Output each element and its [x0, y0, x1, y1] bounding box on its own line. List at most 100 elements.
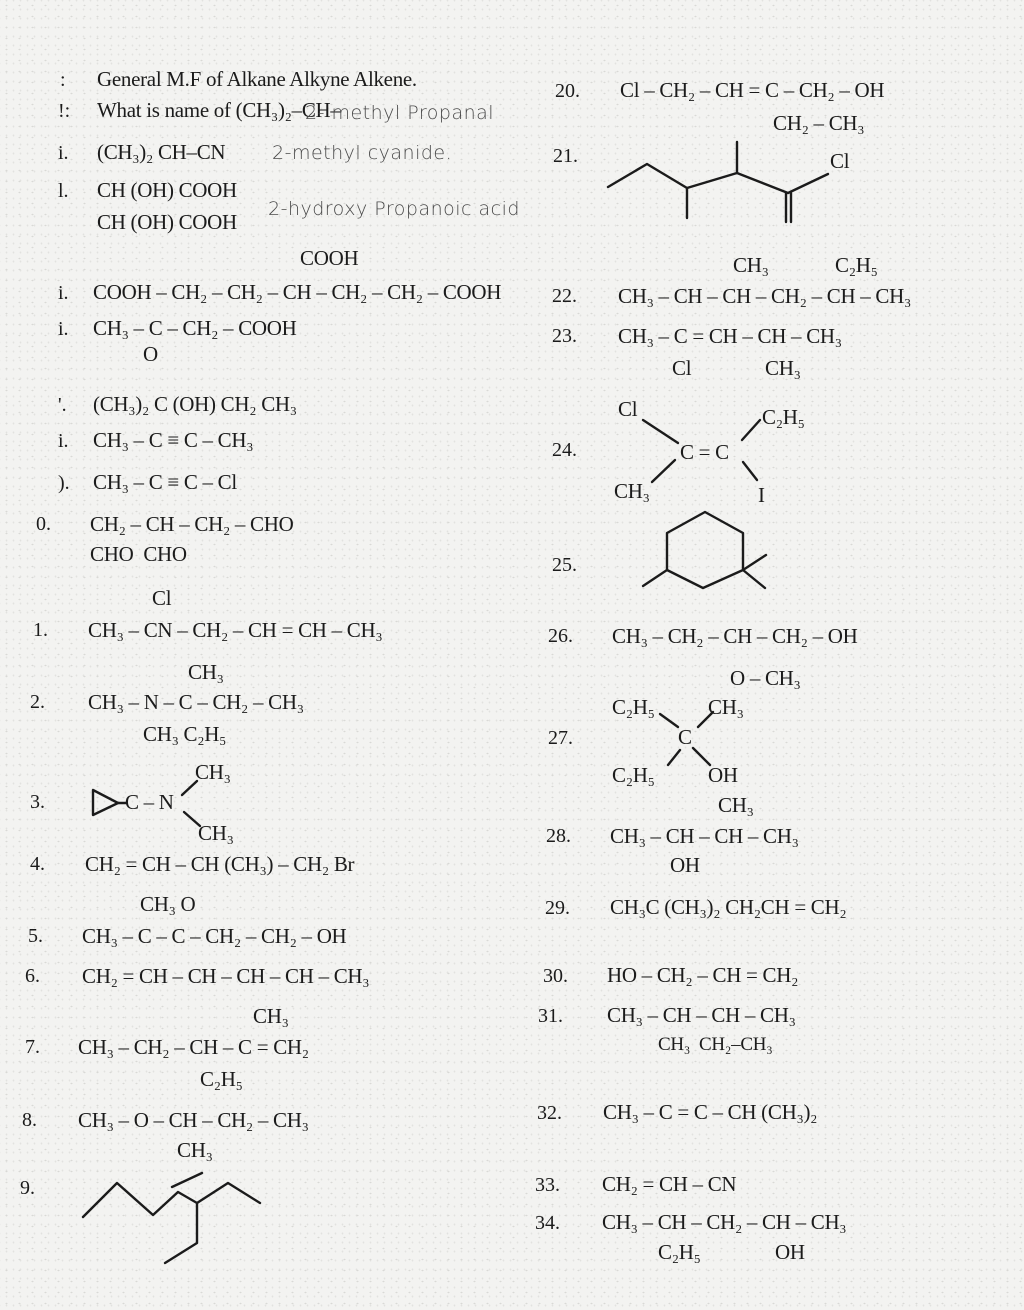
question-number: i.	[58, 318, 69, 340]
atom-label: CH₃	[614, 479, 650, 503]
question-number: 0.	[36, 513, 51, 535]
question-number: !:	[58, 100, 71, 122]
atom-label: CH₃	[708, 695, 744, 719]
formula: (CH₃)₂ CH–CN	[97, 140, 226, 164]
formula: CH₃C (CH₃)₂ CH₂CH = CH₂	[610, 895, 847, 919]
question-number: 3.	[30, 791, 45, 813]
cyclopropyl-ring-q13	[91, 779, 202, 828]
question-number: 32.	[537, 1102, 562, 1124]
formula: CH₃ – C – C – CH₂ – CH₂ – OH	[82, 924, 347, 948]
question-number: 31.	[538, 1005, 563, 1027]
question-number: l.	[58, 180, 69, 202]
substituent: Cl	[152, 586, 172, 610]
substituent: CH₃ O	[140, 892, 196, 916]
formula: CH₃ – CH – CH – CH₂ – CH – CH₃	[618, 284, 911, 308]
question-number: 23.	[552, 325, 577, 347]
question-number: 20.	[555, 80, 580, 102]
question-number: 24.	[552, 439, 577, 461]
atom-label: OH	[708, 763, 738, 787]
question-number: 33.	[535, 1174, 560, 1196]
formula: (CH₃)₂ C (OH) CH₂ CH₃	[93, 392, 297, 416]
formula: CH₂ – CH – CH₂ – CHO	[90, 512, 294, 536]
question-number: i.	[58, 430, 69, 452]
question-number: 28.	[546, 825, 571, 847]
bonds-q24	[641, 418, 762, 484]
formula: CH₃ – CN – CH₂ – CH = CH – CH₃	[88, 618, 383, 642]
question-number: 1.	[33, 619, 48, 641]
question-number: 2.	[30, 691, 45, 713]
formula: CH₃ – C = CH – CH – CH₃	[618, 324, 842, 348]
substituent: C₂H₅	[658, 1240, 701, 1264]
formula: CH₃ – CH – CH – CH₃	[607, 1003, 796, 1027]
question-number: '.	[58, 394, 67, 416]
cyclohexane-ring-q25	[641, 510, 768, 590]
formula: HO – CH₂ – CH = CH₂	[607, 963, 799, 987]
formula: CH₃ – C ≡ C – Cl	[93, 470, 237, 494]
atom-label: C = C	[680, 440, 729, 464]
question-number: 27.	[548, 727, 573, 749]
formula: COOH – CH₂ – CH₂ – CH – CH₂ – CH₂ – COOH	[93, 280, 502, 304]
atom-label: C₂H₅	[612, 695, 655, 719]
substituent: CH₃	[765, 356, 801, 380]
question-title-text: General M.F of Alkane Alkyne Alkene.	[97, 67, 417, 91]
substituent: C₂H₅	[835, 253, 878, 277]
atom-label: C	[678, 725, 692, 749]
question-number: 7.	[25, 1036, 40, 1058]
formula-line: CH (OH) COOH	[97, 210, 237, 234]
substituent: CH₃ CH₂–CH₃	[658, 1034, 773, 1055]
question-number: 4.	[30, 853, 45, 875]
question-number: 6.	[25, 965, 40, 987]
question-number: 29.	[545, 897, 570, 919]
question-number: 30.	[543, 965, 568, 987]
substituent: CH₃	[253, 1004, 289, 1028]
formula-line: CH (OH) COOH	[97, 178, 237, 202]
formula: CH₃ – CH – CH₂ – CH – CH₃	[602, 1210, 847, 1234]
formula: CH₃ – C – CH₂ – COOH	[93, 316, 297, 340]
atom-label: C₂H₅	[762, 405, 805, 429]
formula: CH₃ – O – CH – CH₂ – CH₃	[78, 1108, 309, 1132]
substituent: O	[143, 342, 158, 366]
question-number: i.	[58, 142, 69, 164]
question-text: What is name of (CH₃)₂–CH–	[97, 98, 341, 122]
skeletal-structure-q19	[81, 1171, 262, 1265]
formula: C – N	[125, 790, 174, 814]
formula: CH₃ – C ≡ C – CH₃	[93, 428, 254, 452]
question-number: ).	[58, 472, 70, 494]
substituent: CH₃ C₂H₅	[143, 722, 227, 746]
formula: CH₂ = CH – CN	[602, 1172, 737, 1196]
bonds-q27	[658, 710, 715, 767]
formula: CH₃ – CH₂ – CH – CH₂ – OH	[612, 624, 858, 648]
atom-label: I	[758, 483, 765, 507]
formula: CH₃ – CH₂ – CH – C = CH₂	[78, 1035, 309, 1059]
skeletal-structure-q21	[606, 140, 830, 224]
substituent: CH₃	[718, 793, 754, 817]
atom-label: C₂H₅	[612, 763, 655, 787]
question-number: 22.	[552, 285, 577, 307]
substituent: Cl	[672, 356, 692, 380]
formula: CH₂ = CH – CH – CH – CH – CH₃	[82, 964, 370, 988]
handwritten-answer: 2-methyl cyanide.	[272, 142, 453, 164]
question-number: 26.	[548, 625, 573, 647]
handwritten-answer: 2-hydroxy Propanoic acid	[268, 198, 520, 220]
substituent: OH	[670, 853, 700, 877]
atom-label: Cl	[618, 397, 638, 421]
formula: CH₃ – C = C – CH (CH₃)₂	[603, 1100, 818, 1124]
substituent: CH₃	[195, 760, 231, 784]
question-number: 21.	[553, 145, 578, 167]
substituent: OH	[775, 1240, 805, 1264]
question-number: 8.	[22, 1109, 37, 1131]
question-number: i.	[58, 282, 69, 304]
question-number: 5.	[28, 925, 43, 947]
question-number: 9.	[20, 1177, 35, 1199]
formula: CH₃ – CH – CH – CH₃	[610, 824, 799, 848]
substituent: CH₃	[733, 253, 769, 277]
substituent: C₂H₅	[200, 1067, 243, 1091]
substituent: CH₃	[188, 660, 224, 684]
substituent: CH₂ – CH₃	[773, 111, 865, 135]
formula: CH₃ – N – C – CH₂ – CH₃	[88, 690, 304, 714]
formula: Cl – CH₂ – CH = C – CH₂ – OH	[620, 78, 885, 102]
handwritten-answer: 2- methyl Propanal	[305, 102, 495, 124]
formula: CH₂ = CH – CH (CH₃) – CH₂ Br	[85, 852, 355, 876]
substituent: O – CH₃	[730, 666, 801, 690]
